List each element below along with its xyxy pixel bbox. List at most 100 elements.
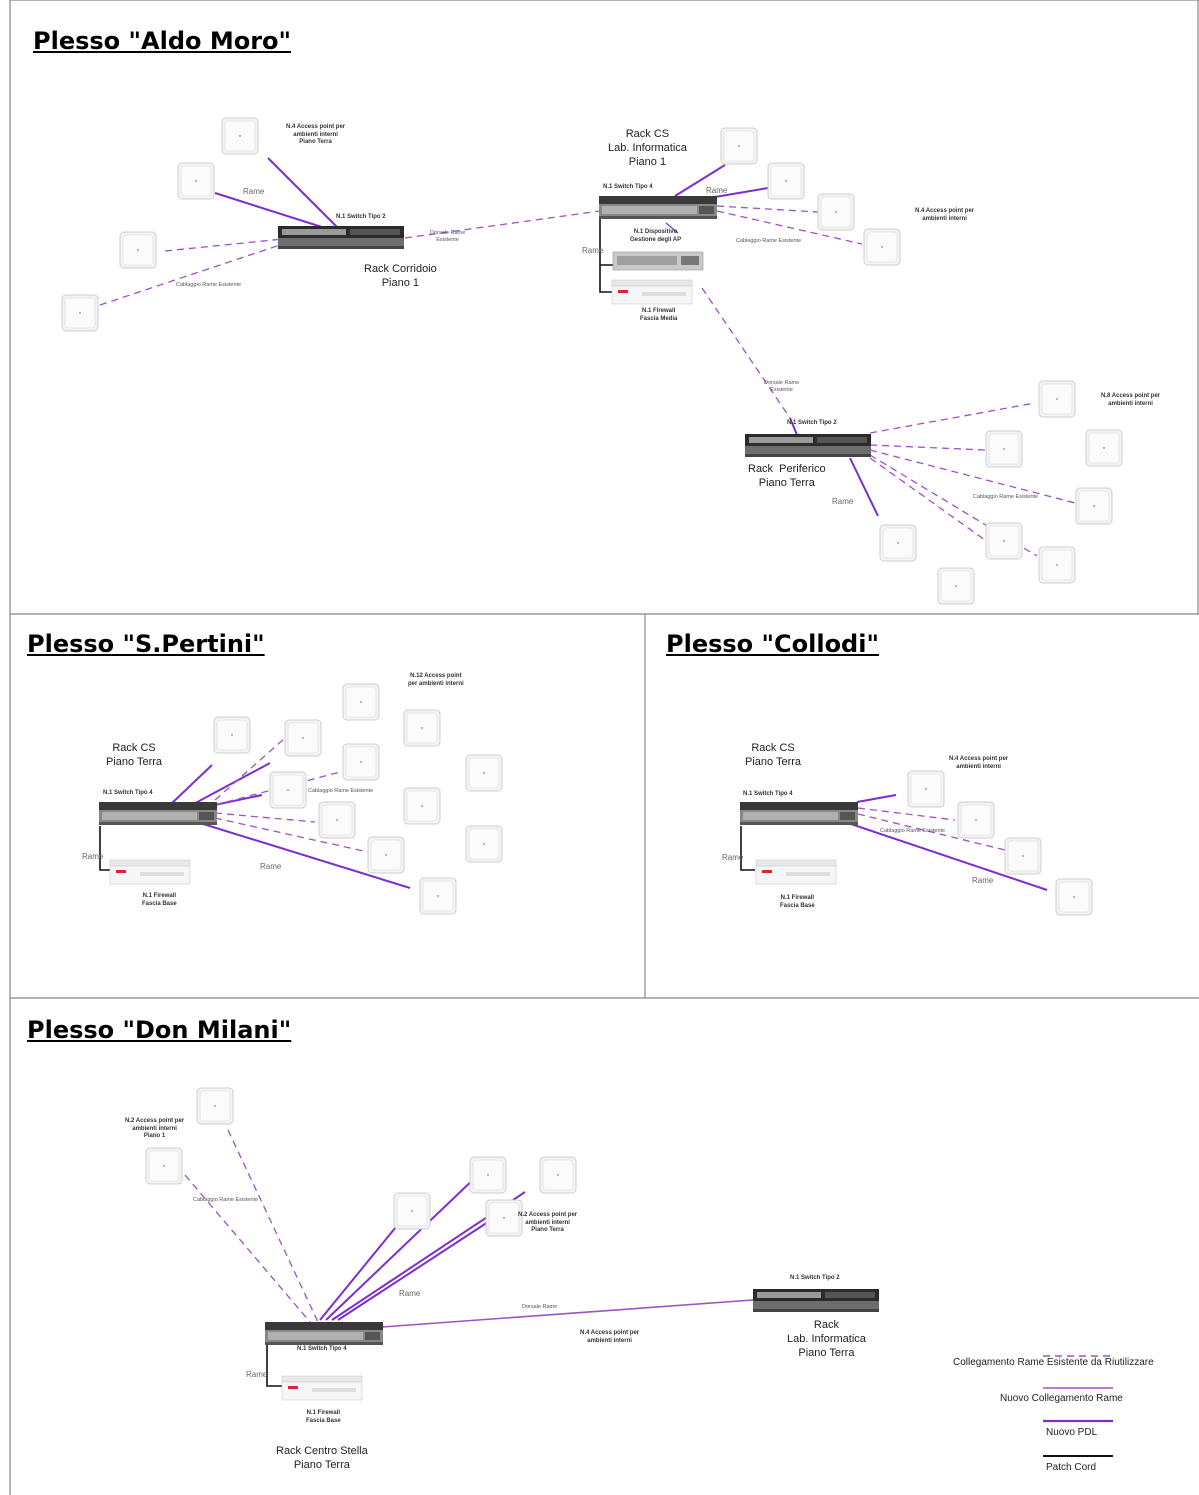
ap-label: N.2 Access point per ambienti interni Pi…: [518, 1212, 578, 1233]
rame-label: Rame: [706, 186, 728, 195]
rame-label: Rame: [832, 497, 854, 506]
switch-label: N.1 Switch Tipo 4: [743, 791, 793, 797]
access-point-icon: [342, 743, 380, 781]
firewall-icon: [755, 859, 837, 885]
access-point-icon: [767, 162, 805, 200]
firewall-icon: [281, 1375, 363, 1401]
rack-label: Rack Centro Stella Piano Terra: [276, 1445, 368, 1471]
access-point-icon: [539, 1156, 577, 1194]
access-point-icon: [720, 127, 758, 165]
access-point-icon: [817, 193, 855, 231]
pertini-devices: [99, 683, 503, 915]
access-point-icon: [465, 754, 503, 792]
access-point-icon: [469, 1156, 507, 1194]
legend-new-pdl-label: Nuovo PDL: [1046, 1427, 1098, 1438]
access-point-icon: [957, 801, 995, 839]
collodi-links: [740, 794, 1048, 891]
rack-label: Rack CS Piano Terra: [745, 742, 802, 768]
ap-label: N.2 Access point per ambienti interni Pi…: [125, 1118, 185, 1139]
switch-label: N.1 Switch Tipo 4: [103, 790, 153, 796]
switch-label: N.1 Switch Tipo 2: [787, 420, 837, 426]
section-title-collodi: Plesso "Collodi": [666, 630, 879, 658]
rack-label: Rack CS Lab. Informatica Piano 1: [608, 128, 687, 168]
access-point-icon: [879, 524, 917, 562]
legend-new-copper-label: Nuovo Collegamento Rame: [1000, 1393, 1123, 1404]
firewall-label: N.1 Firewall Fascia Base: [780, 895, 815, 909]
access-point-icon: [61, 294, 99, 332]
rame-label: Rame: [243, 187, 265, 196]
switch-label: N.1 Switch Tipo 2: [790, 1275, 840, 1281]
section-title-don-milani: Plesso "Don Milani": [27, 1016, 292, 1044]
rack-label: Rack Periferico Piano Terra: [748, 463, 826, 489]
switch-label: N.1 Switch Tipo 4: [603, 184, 653, 190]
switch-label: N.1 Switch Tipo 2: [336, 214, 386, 220]
rack-label: Rack Lab. Informatica Piano Terra: [787, 1319, 866, 1359]
access-point-icon: [393, 1192, 431, 1230]
don-milani-links: [184, 1129, 754, 1387]
rack-label: Rack Corridoio Piano 1: [364, 263, 437, 289]
rame-label: Rame: [246, 1370, 268, 1379]
access-point-icon: [221, 117, 259, 155]
access-point-icon: [269, 771, 307, 809]
access-point-icon: [177, 162, 215, 200]
access-point-icon: [318, 801, 356, 839]
access-point-icon: [196, 1087, 234, 1125]
access-point-icon: [145, 1147, 183, 1185]
access-point-icon: [419, 877, 457, 915]
ap-label: N.12 Access point per ambienti interni: [408, 673, 464, 687]
ap-label: N.4 Access point per ambienti interni: [580, 1330, 640, 1344]
legend-existing-label: Collegamento Rame Esistente da Riutilizz…: [953, 1357, 1154, 1368]
cable-label: Cablaggio Rame Esistente: [193, 1197, 259, 1203]
switch-icon: [599, 196, 717, 219]
access-point-icon: [367, 836, 405, 874]
access-point-icon: [403, 787, 441, 825]
access-point-icon: [863, 228, 901, 266]
firewall-label: N.1 Firewall Fascia Base: [306, 1410, 341, 1424]
access-point-icon: [284, 719, 322, 757]
firewall-label: N.1 Firewall Fascia Base: [142, 893, 177, 907]
switch-icon: [745, 434, 871, 457]
backbone-label: Dorsale Rame: [522, 1304, 558, 1310]
backbone-label: Dorsale Rame Esistente: [430, 230, 466, 243]
rack-label: Rack CS Piano Terra: [106, 742, 163, 768]
access-point-icon: [1004, 837, 1042, 875]
access-point-icon: [1085, 429, 1123, 467]
cable-label: Cablaggio Rame Esistente: [176, 282, 242, 288]
section-title-aldo-moro: Plesso "Aldo Moro": [33, 27, 292, 55]
access-point-icon: [213, 716, 251, 754]
aldo-moro-devices: [61, 117, 1123, 605]
cable-label: Cablaggio Rame Esistente: [880, 828, 946, 834]
ap-label: N.4 Access point per ambienti interni Pi…: [286, 124, 346, 145]
access-point-icon: [907, 770, 945, 808]
access-point-icon: [403, 709, 441, 747]
access-point-icon: [342, 683, 380, 721]
access-point-icon: [1038, 546, 1076, 584]
legend-lines: [1043, 1355, 1113, 1457]
section-borders: [9, 0, 1199, 1495]
switch-icon: [278, 226, 404, 249]
device-label: N.1 Dispositivo Gestione degli AP: [630, 229, 682, 243]
rame-label: Rame: [82, 852, 104, 861]
cable-label: Cablaggio Rame Esistente: [308, 788, 374, 794]
firewall-icon: [611, 279, 693, 305]
legend-patch-label: Patch Cord: [1046, 1462, 1097, 1473]
switch-label: N.1 Switch Tipo 4: [297, 1346, 347, 1352]
ap-label: N.4 Access point per ambienti interni: [949, 756, 1009, 770]
backbone-label: Dorsale Rame Esistente: [764, 380, 800, 393]
rame-label: Rame: [972, 876, 994, 885]
ap-label: N.8 Access point per ambienti interni: [1101, 393, 1161, 407]
firewall-icon: [109, 859, 191, 885]
access-point-icon: [1075, 487, 1113, 525]
switch-icon: [740, 802, 858, 825]
section-title-pertini: Plesso "S.Pertini": [27, 630, 265, 658]
rame-label: Rame: [582, 246, 604, 255]
access-point-icon: [985, 430, 1023, 468]
access-point-icon: [485, 1199, 523, 1237]
switch-icon: [265, 1322, 383, 1345]
access-point-icon: [1055, 878, 1093, 916]
access-point-icon: [937, 567, 975, 605]
ap-controller-icon: [612, 251, 704, 271]
don-milani-devices: [145, 1087, 879, 1401]
access-point-icon: [119, 231, 157, 269]
